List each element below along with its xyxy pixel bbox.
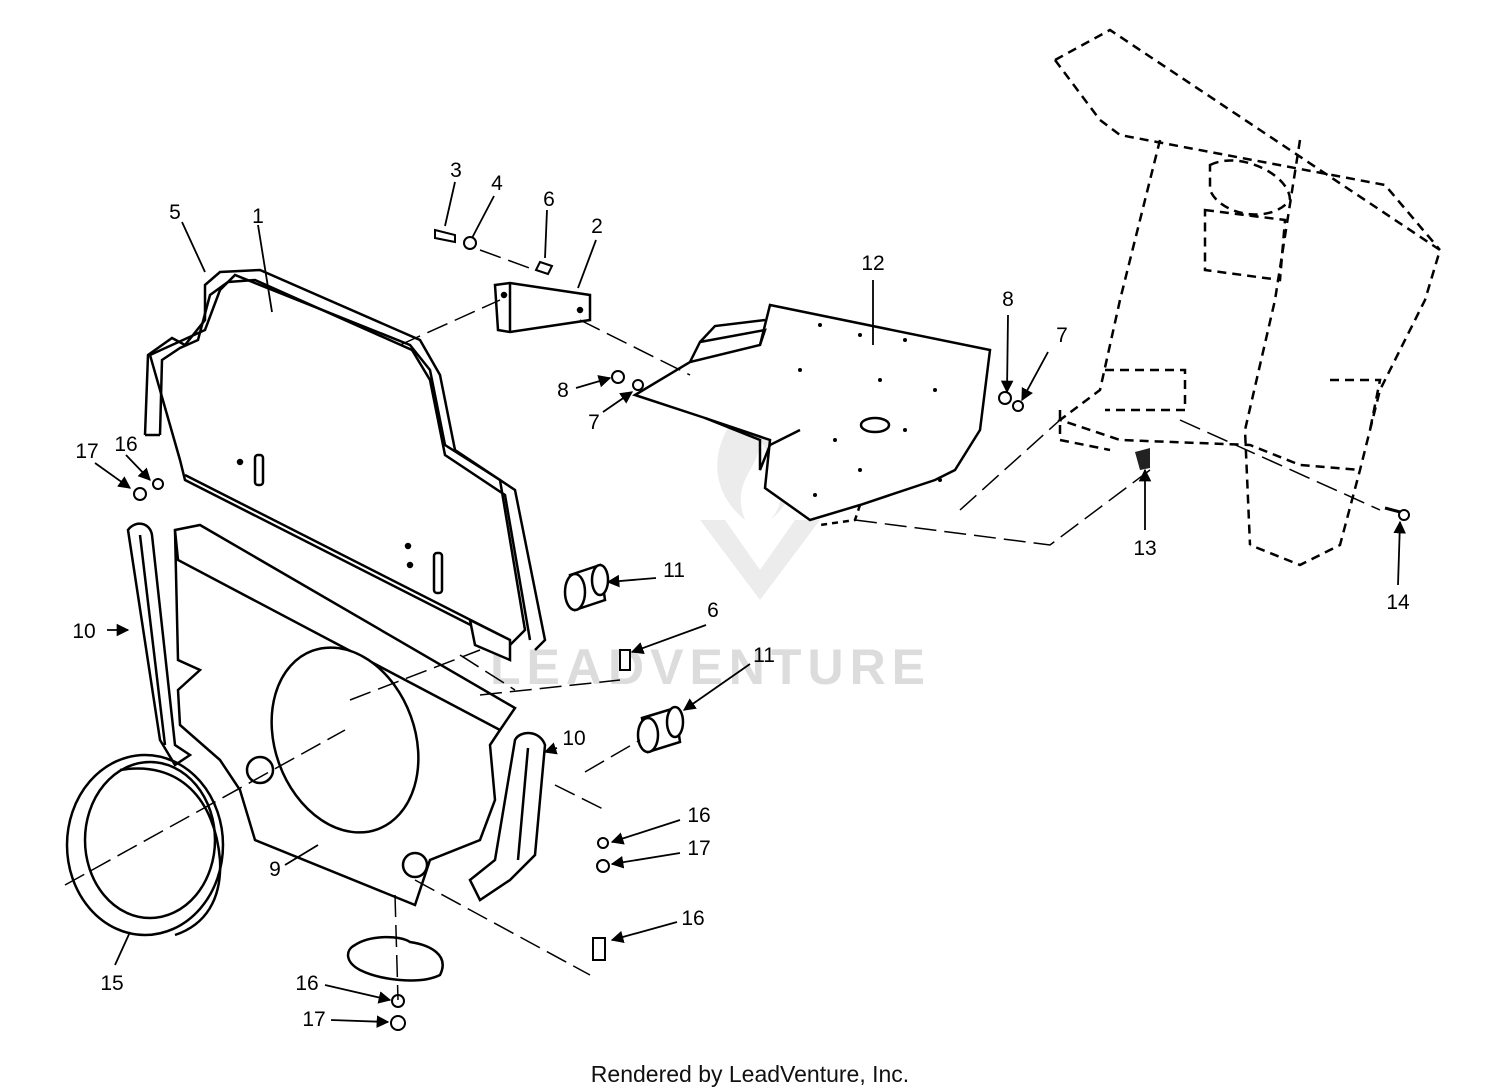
nut-8-right bbox=[998, 391, 1012, 405]
callout-6-top: 6 bbox=[543, 188, 555, 211]
washer-16-left bbox=[152, 478, 164, 490]
washer-16-mid bbox=[597, 837, 609, 849]
callout-6-mid: 6 bbox=[707, 599, 719, 622]
callout-10-right: 10 bbox=[562, 727, 585, 750]
nut-17-bottom bbox=[390, 1015, 406, 1031]
nut-17-left bbox=[133, 487, 147, 501]
callout-15: 15 bbox=[100, 972, 123, 995]
bolt-3 bbox=[434, 228, 456, 244]
nut-8-left bbox=[611, 370, 625, 384]
grommet-upper bbox=[563, 563, 610, 612]
upper-shield-panel bbox=[148, 273, 527, 647]
watermark-text: LEADVENTURE bbox=[490, 639, 931, 695]
callout-16-bottom: 16 bbox=[295, 972, 318, 995]
right-side-trim bbox=[468, 731, 547, 902]
callout-11-lower: 11 bbox=[753, 644, 775, 667]
hood-clip bbox=[1135, 448, 1150, 470]
callout-8-right: 8 bbox=[1002, 288, 1014, 311]
washer-7-right bbox=[1012, 400, 1024, 412]
callout-4: 4 bbox=[491, 172, 503, 195]
callout-10-left: 10 bbox=[72, 620, 95, 643]
callout-7-right: 7 bbox=[1056, 324, 1068, 347]
callout-13: 13 bbox=[1133, 537, 1156, 560]
callout-9: 9 bbox=[269, 858, 281, 881]
callout-8-left: 8 bbox=[557, 379, 569, 402]
callout-12: 12 bbox=[861, 252, 884, 275]
mounting-plate bbox=[632, 303, 992, 527]
seal-ring bbox=[65, 753, 225, 937]
upper-edge-trim bbox=[143, 268, 547, 651]
callout-2: 2 bbox=[591, 215, 603, 238]
mounting-plate-holes bbox=[798, 323, 942, 497]
callout-1: 1 bbox=[252, 205, 264, 228]
callout-16-left: 16 bbox=[114, 433, 137, 456]
callout-17-left: 17 bbox=[75, 440, 98, 463]
support-bracket bbox=[493, 281, 592, 334]
hood-bolt bbox=[1384, 506, 1410, 521]
watermark-v-icon bbox=[700, 520, 820, 600]
washer-7-left bbox=[632, 379, 644, 391]
callout-labels: 1 2 3 4 5 6 6 7 7 8 8 9 10 10 11 11 12 1… bbox=[72, 159, 1410, 1031]
callout-17-bottom: 17 bbox=[302, 1008, 325, 1031]
callout-3: 3 bbox=[450, 159, 462, 182]
watermark: LEADVENTURE bbox=[490, 410, 931, 695]
assembly-lines bbox=[64, 249, 1381, 1001]
grommet-lower bbox=[636, 705, 685, 754]
nut-17-mid bbox=[596, 859, 610, 873]
bolt-16-lower bbox=[592, 937, 606, 961]
washer-4 bbox=[463, 236, 477, 250]
bolt-6-top bbox=[534, 260, 554, 276]
callout-5: 5 bbox=[169, 201, 181, 224]
leader-lines bbox=[94, 181, 1406, 1028]
callout-16-lower: 16 bbox=[681, 907, 704, 930]
lower-shield-panel bbox=[173, 523, 517, 907]
callout-16-mid: 16 bbox=[687, 804, 710, 827]
bolt-6-mid bbox=[619, 649, 631, 671]
callout-17-mid: 17 bbox=[687, 837, 710, 860]
render-credit: Rendered by LeadVenture, Inc. bbox=[591, 1061, 909, 1087]
hardware bbox=[133, 228, 1024, 1031]
hood-assembly bbox=[1054, 28, 1442, 567]
left-side-trim bbox=[126, 522, 193, 767]
callout-14: 14 bbox=[1386, 591, 1410, 614]
foot-plate bbox=[346, 935, 444, 982]
callout-11-upper: 11 bbox=[663, 559, 685, 582]
callout-7-left: 7 bbox=[588, 411, 600, 434]
